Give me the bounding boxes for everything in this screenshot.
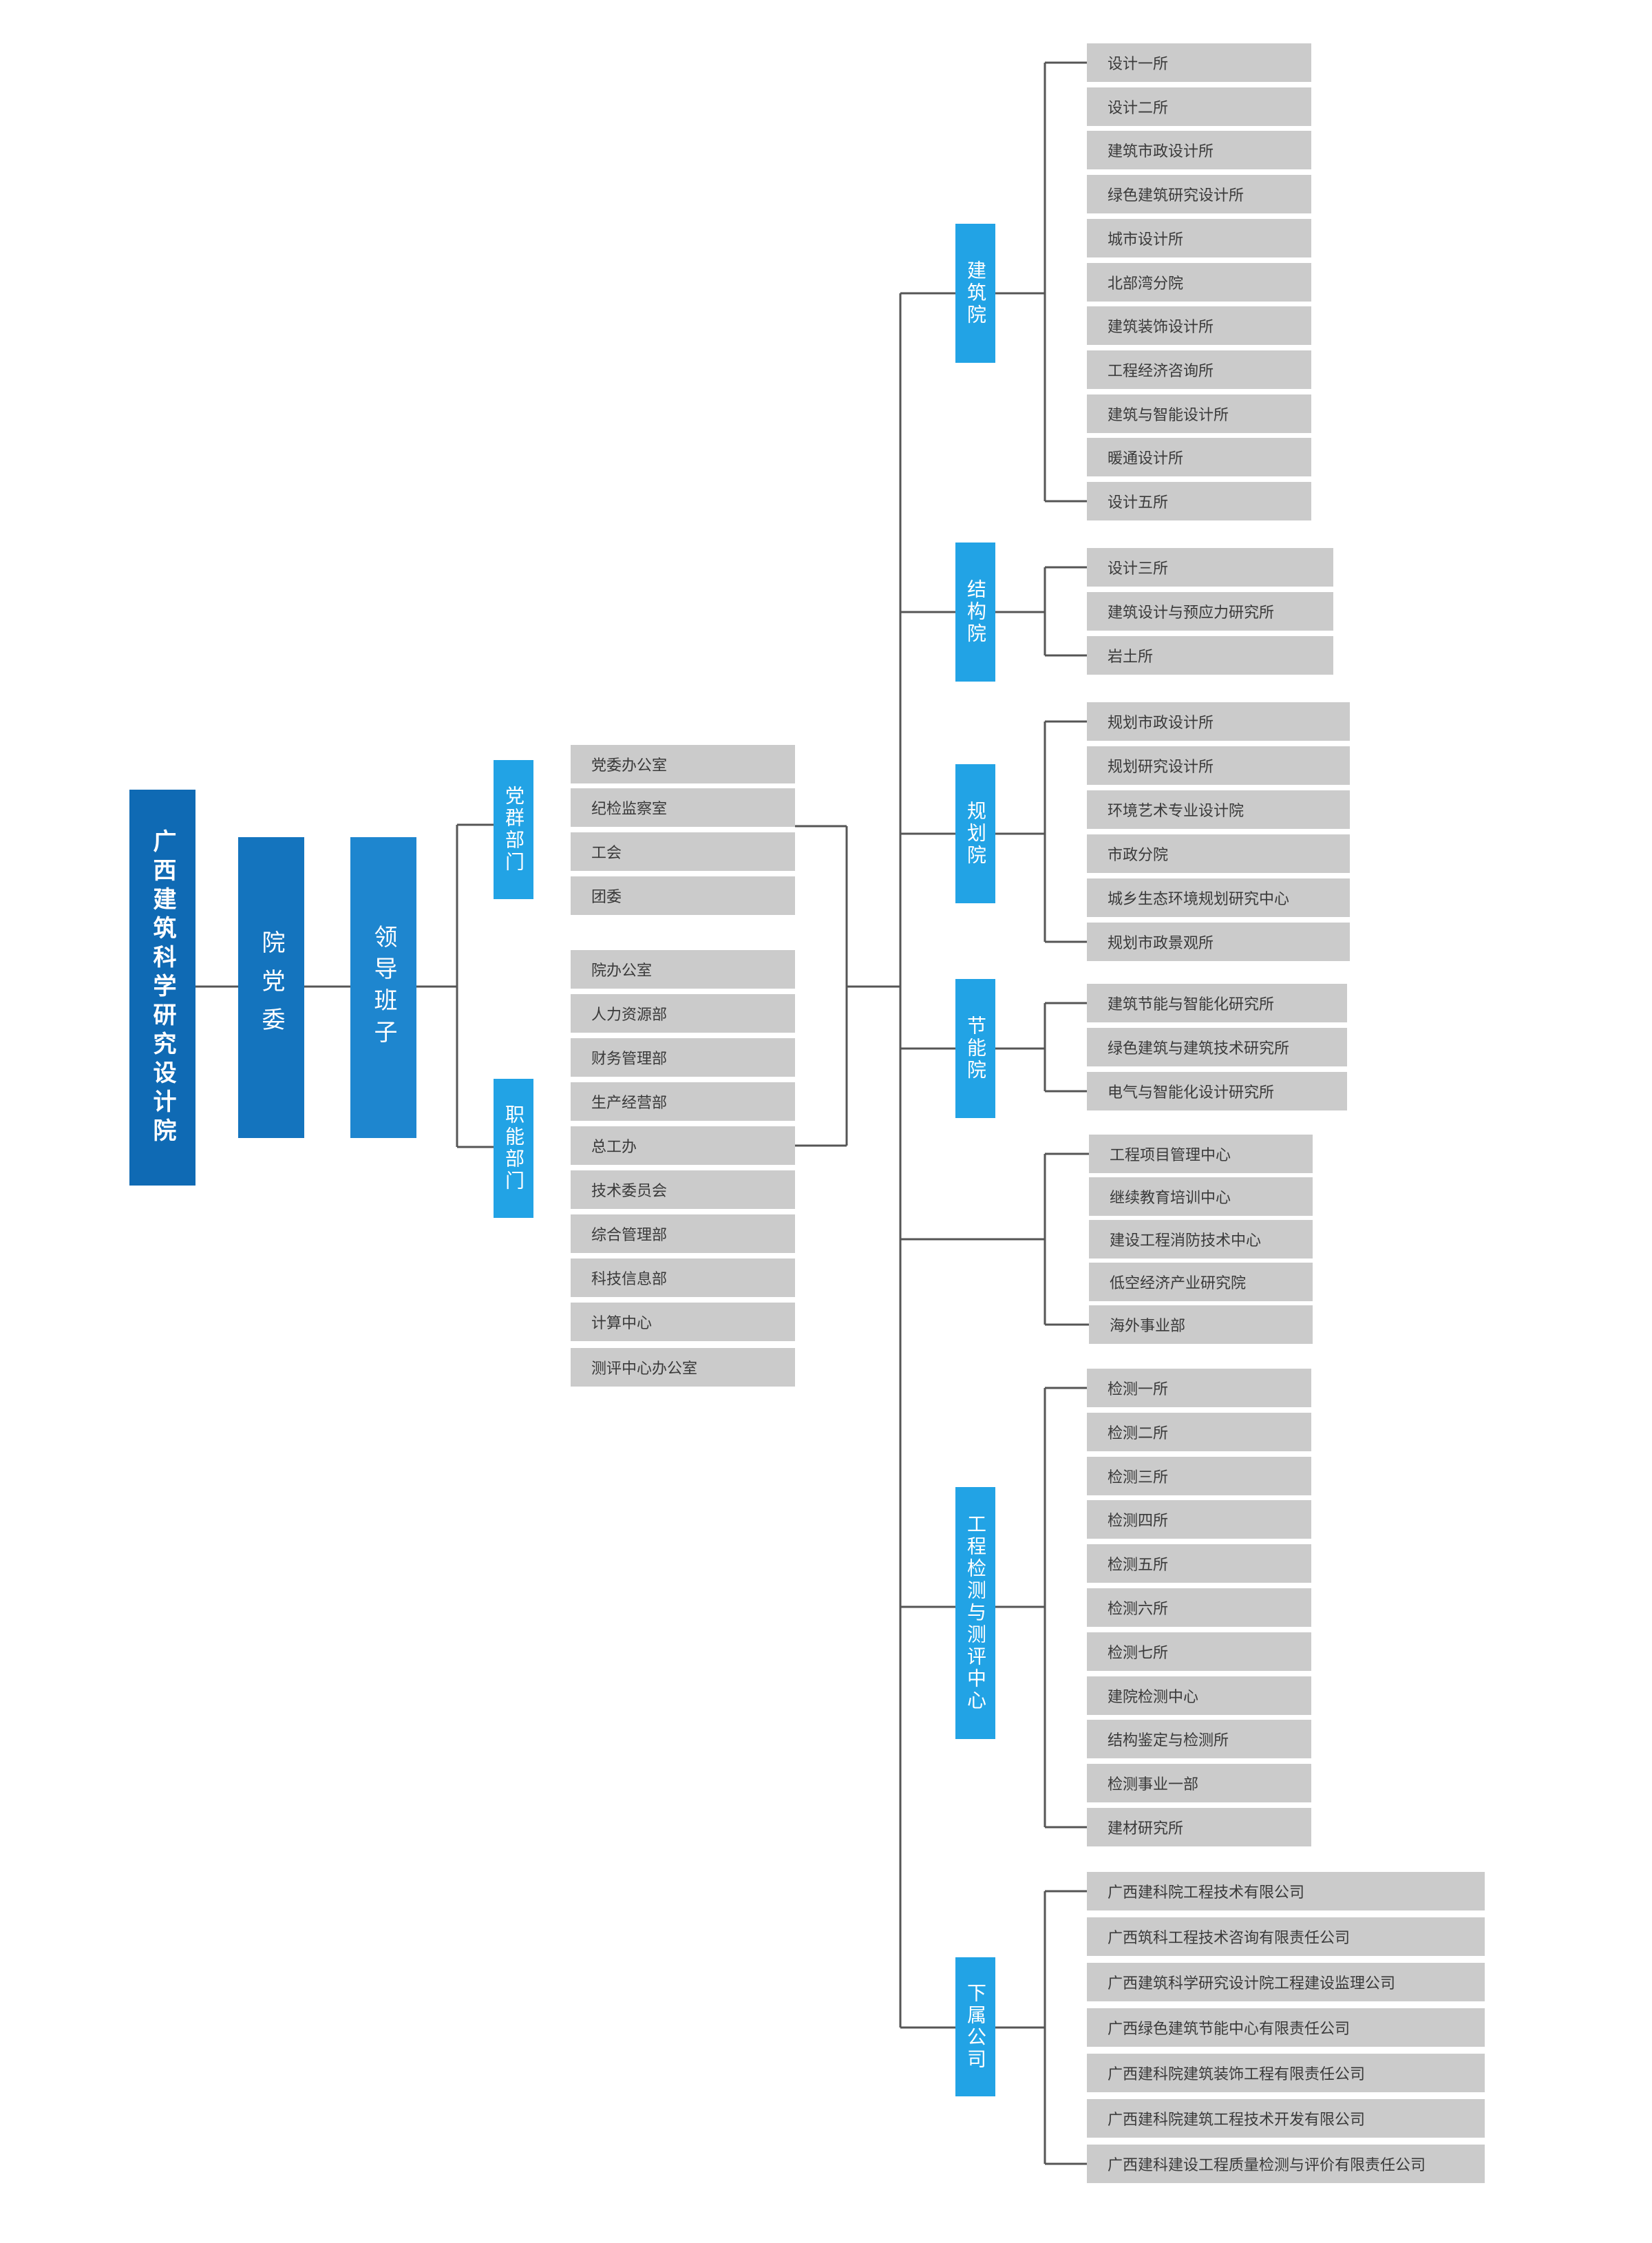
list-item: 建筑装饰设计所 <box>1087 306 1311 345</box>
list-item: 建筑设计与预应力研究所 <box>1087 592 1333 631</box>
list-item: 党委办公室 <box>571 745 795 783</box>
list-item: 团委 <box>571 876 795 915</box>
list-item: 低空经济产业研究院 <box>1089 1263 1313 1301</box>
list-item: 市政分院 <box>1087 834 1350 873</box>
list-item: 岩土所 <box>1087 636 1333 675</box>
list-item: 建院检测中心 <box>1087 1676 1311 1715</box>
list-item: 设计三所 <box>1087 548 1333 587</box>
list-item: 广西建筑科学研究设计院工程建设监理公司 <box>1087 1963 1485 2001</box>
leadership-node: 领导班子 <box>350 837 416 1138</box>
list-item: 计算中心 <box>571 1303 795 1341</box>
list-item: 建筑市政设计所 <box>1087 131 1311 169</box>
list-item: 建筑与智能设计所 <box>1087 394 1311 433</box>
list-item: 工会 <box>571 832 795 871</box>
list-item: 规划市政设计所 <box>1087 702 1350 741</box>
list-item: 环境艺术专业设计院 <box>1087 790 1350 829</box>
list-item: 工程经济咨询所 <box>1087 350 1311 389</box>
list-item: 检测六所 <box>1087 1588 1311 1627</box>
list-item: 建材研究所 <box>1087 1808 1311 1846</box>
list-item: 纪检监察室 <box>571 788 795 827</box>
list-item: 设计五所 <box>1087 482 1311 520</box>
branch-node-testing: 工程检测与测评中心 <box>955 1487 995 1739</box>
list-item: 院办公室 <box>571 950 795 989</box>
branch-node-struct: 结构院 <box>955 543 995 682</box>
list-item: 城市设计所 <box>1087 219 1311 257</box>
list-item: 财务管理部 <box>571 1038 795 1077</box>
list-item: 技术委员会 <box>571 1170 795 1209</box>
root-node: 广西建筑科学研究设计院 <box>129 790 195 1186</box>
list-item: 检测七所 <box>1087 1632 1311 1671</box>
list-item: 规划市政景观所 <box>1087 923 1350 961</box>
list-item: 测评中心办公室 <box>571 1348 795 1387</box>
list-item: 电气与智能化设计研究所 <box>1087 1072 1347 1110</box>
party-committee-node: 院党委 <box>238 837 304 1138</box>
list-item: 广西绿色建筑节能中心有限责任公司 <box>1087 2008 1485 2047</box>
list-item: 暖通设计所 <box>1087 438 1311 476</box>
list-item: 绿色建筑与建筑技术研究所 <box>1087 1028 1347 1066</box>
list-item: 科技信息部 <box>571 1259 795 1297</box>
list-item: 建设工程消防技术中心 <box>1089 1220 1313 1259</box>
list-item: 检测二所 <box>1087 1413 1311 1451</box>
list-item: 广西筑科工程技术咨询有限责任公司 <box>1087 1917 1485 1956</box>
list-item: 海外事业部 <box>1089 1305 1313 1344</box>
functional-dept-node: 职能部门 <box>494 1079 533 1218</box>
list-item: 生产经营部 <box>571 1082 795 1121</box>
list-item: 结构鉴定与检测所 <box>1087 1720 1311 1758</box>
branch-node-plan: 规划院 <box>955 764 995 903</box>
branch-node-arch: 建筑院 <box>955 224 995 363</box>
list-item: 广西建科院工程技术有限公司 <box>1087 1872 1485 1910</box>
list-item: 城乡生态环境规划研究中心 <box>1087 878 1350 917</box>
list-item: 建筑节能与智能化研究所 <box>1087 984 1347 1022</box>
list-item: 设计二所 <box>1087 87 1311 126</box>
list-item: 检测五所 <box>1087 1544 1311 1583</box>
branch-node-energy: 节能院 <box>955 979 995 1118</box>
list-item: 检测四所 <box>1087 1500 1311 1539</box>
list-item: 广西建科院建筑工程技术开发有限公司 <box>1087 2099 1485 2138</box>
list-item: 广西建科院建筑装饰工程有限责任公司 <box>1087 2054 1485 2092</box>
list-item: 人力资源部 <box>571 994 795 1033</box>
list-item: 设计一所 <box>1087 43 1311 82</box>
list-item: 检测事业一部 <box>1087 1764 1311 1802</box>
list-item: 工程项目管理中心 <box>1089 1135 1313 1173</box>
list-item: 绿色建筑研究设计所 <box>1087 175 1311 213</box>
list-item: 规划研究设计所 <box>1087 746 1350 785</box>
branch-node-subs: 下属公司 <box>955 1957 995 2096</box>
list-item: 北部湾分院 <box>1087 263 1311 302</box>
party-group-node: 党群部门 <box>494 760 533 899</box>
list-item: 检测一所 <box>1087 1369 1311 1407</box>
list-item: 广西建科建设工程质量检测与评价有限责任公司 <box>1087 2145 1485 2183</box>
list-item: 检测三所 <box>1087 1457 1311 1495</box>
list-item: 继续教育培训中心 <box>1089 1177 1313 1216</box>
list-item: 总工办 <box>571 1126 795 1165</box>
list-item: 综合管理部 <box>571 1214 795 1253</box>
